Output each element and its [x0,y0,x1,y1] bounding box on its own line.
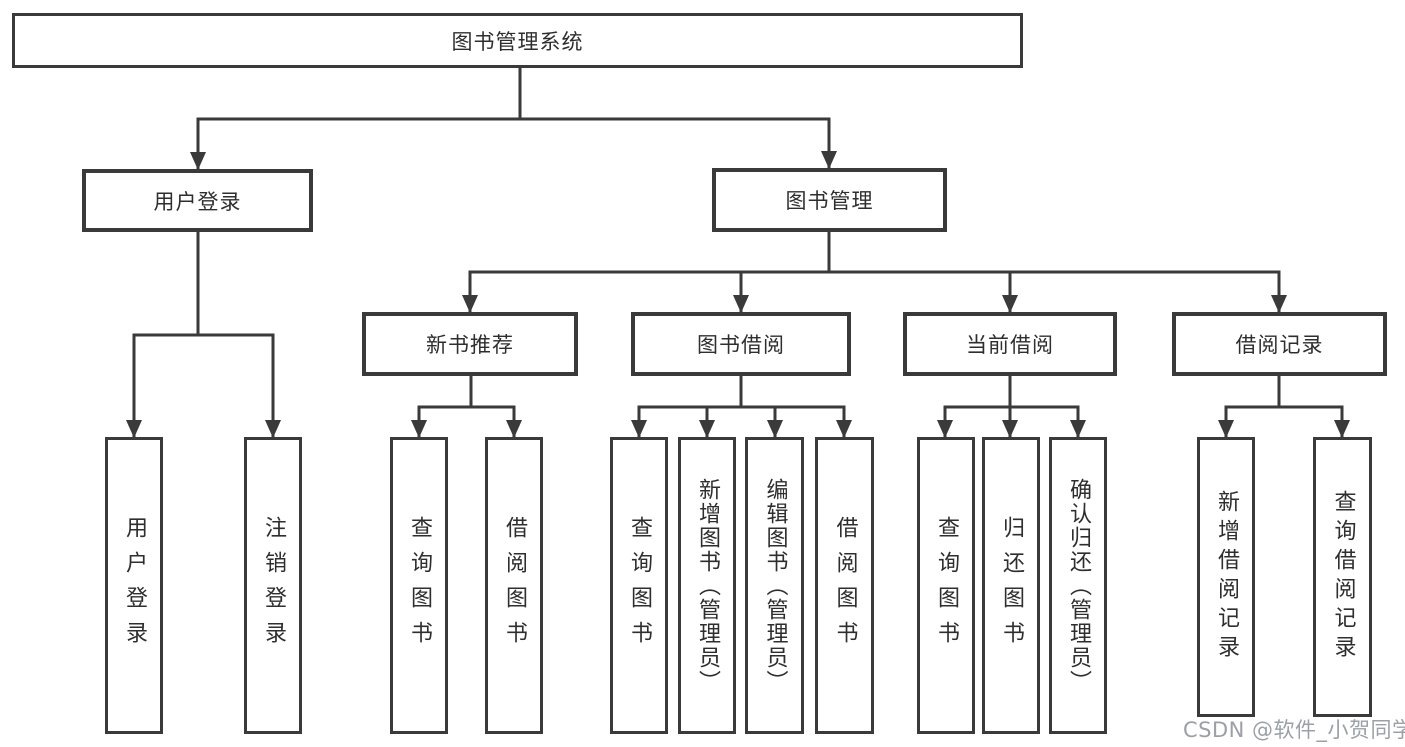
leaf-query-books-3: 查询图书 [917,437,975,734]
wire-to-leaf-borrow2 [741,405,852,438]
wire-to-leaf-edit-book [741,405,783,438]
leaf-borrow-books-1-label: 借阅图书 [502,515,527,656]
leaf-user-login-label: 用户登录 [122,515,147,656]
leaf-user-login: 用户登录 [105,437,163,734]
wire-to-borrow-records [829,270,1287,313]
leaf-edit-book-admin-label: 编辑图书（管理员） [762,477,788,694]
wire-to-leaf-add-book [699,405,741,438]
node-current-borrowing: 当前借阅 [903,312,1117,376]
wire-to-book-mgmt [520,117,837,169]
wire-to-new-book-rec [462,270,829,313]
wire-to-leaf-add-record [1218,405,1279,438]
leaf-query-books-3-label: 查询图书 [934,515,959,656]
leaf-query-borrow-record-label: 查询借阅记录 [1330,490,1356,664]
leaf-query-books-1-label: 查询图书 [407,515,432,656]
leaf-add-borrow-record-label: 新增借阅记录 [1214,490,1239,664]
leaf-query-books-1: 查询图书 [390,437,448,734]
leaf-add-borrow-record: 新增借阅记录 [1197,437,1255,717]
csdn-watermark: CSDN @软件_小贺同学 [1183,718,1405,742]
leaf-return-book: 归还图书 [982,437,1040,734]
leaf-confirm-return-admin: 确认归还（管理员） [1049,437,1107,734]
wire-to-leaf-logout [198,333,281,438]
leaf-add-book-admin-label: 新增图书（管理员） [695,477,720,694]
node-book-borrowing: 图书借阅 [631,312,851,376]
leaf-query-books-2: 查询图书 [610,437,668,734]
wire-to-leaf-user-login [126,333,198,438]
leaf-confirm-return-admin-label: 确认归还（管理员） [1066,477,1091,694]
leaf-query-borrow-record: 查询借阅记录 [1313,437,1372,717]
node-user-login: 用户登录 [82,169,313,232]
wire-to-leaf-query3 [937,405,1010,438]
leaf-return-book-label: 归还图书 [999,515,1024,656]
leaf-borrow-books-2: 借阅图书 [815,437,874,734]
wire-to-leaf-query2 [631,405,741,438]
leaf-logout: 注销登录 [244,437,302,734]
leaf-logout-label: 注销登录 [261,515,286,656]
node-book-management: 图书管理 [712,168,947,232]
leaf-borrow-books-1: 借阅图书 [485,437,543,734]
node-borrowing-records: 借阅记录 [1172,312,1387,376]
leaf-borrow-books-2-label: 借阅图书 [832,515,858,656]
node-library-system: 图书管理系统 [12,13,1023,68]
leaf-query-books-2-label: 查询图书 [627,515,652,656]
wire-to-current-borrow [829,270,1018,313]
wire-to-leaf-borrow1 [471,405,522,438]
wire-to-user-login [190,117,520,170]
node-new-book-recommend: 新书推荐 [362,312,578,376]
wire-to-leaf-confirm-return [1010,405,1086,438]
wire-to-leaf-query-record [1279,405,1350,438]
wire-to-leaf-query1 [411,405,471,438]
leaf-add-book-admin: 新增图书（管理员） [678,437,736,734]
wire-to-book-borrow [733,270,829,313]
leaf-edit-book-admin: 编辑图书（管理员） [745,437,804,734]
